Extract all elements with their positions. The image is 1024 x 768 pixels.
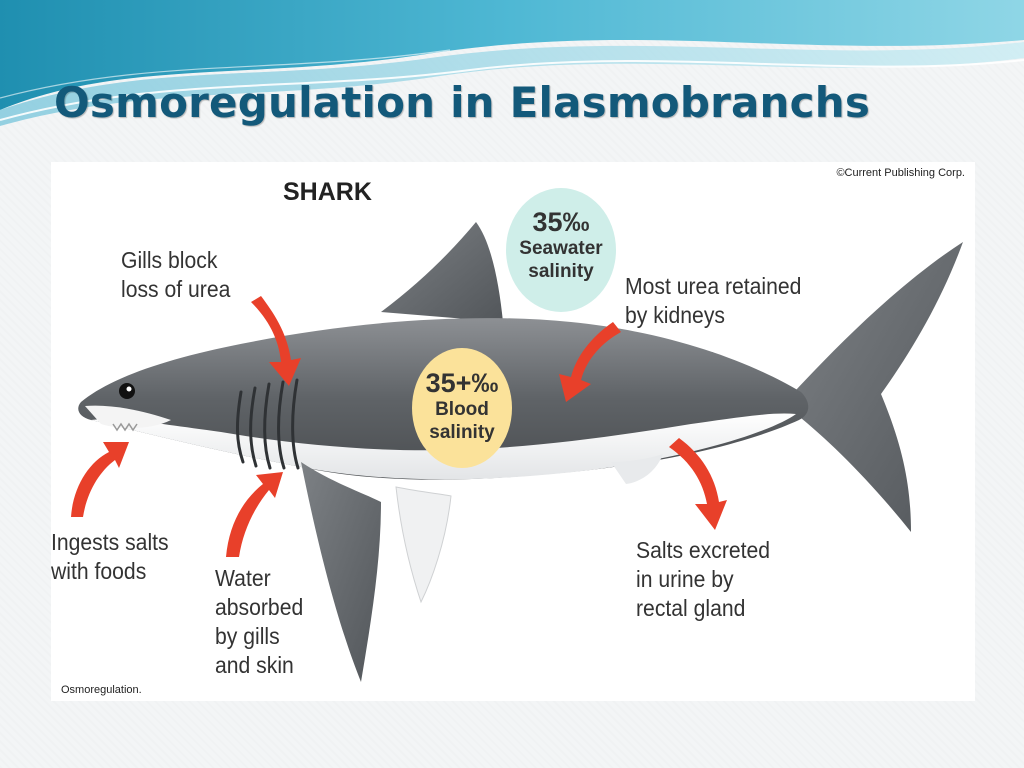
shark-osmoregulation-figure: SHARK ©Current Publishing Corp. Osmoregu… xyxy=(51,162,975,701)
figure-heading: SHARK xyxy=(283,178,372,206)
blood-salinity-line1: Blood xyxy=(435,399,489,420)
page-title: Osmoregulation in Elasmobranchs xyxy=(54,78,871,127)
figure-caption: Osmoregulation. xyxy=(61,684,142,696)
seawater-salinity-bubble xyxy=(506,188,616,312)
arrow-urea-retained-icon xyxy=(559,322,621,402)
seawater-salinity-value: 35‰ xyxy=(532,207,590,237)
seawater-salinity-line1: Seawater xyxy=(519,238,603,259)
label-ingests-salts: Ingests salts with foods xyxy=(51,529,169,584)
blood-salinity-text: 35+‰ Blood salinity xyxy=(412,368,512,444)
header-wave-decoration xyxy=(0,0,1024,126)
label-urea-retained: Most urea retained by kidneys xyxy=(625,273,802,328)
arrow-salts-excreted-icon xyxy=(669,438,727,530)
arrow-ingests-salts-icon xyxy=(71,442,129,517)
arrow-gills-block-icon xyxy=(251,296,301,386)
label-water-absorbed: Water absorbed by gills and skin xyxy=(215,565,304,678)
tail-fin xyxy=(796,242,963,532)
copyright-notice: ©Current Publishing Corp. xyxy=(836,167,965,179)
label-gills-block: Gills block loss of urea xyxy=(121,247,231,302)
blood-salinity-line2: salinity xyxy=(429,422,495,443)
blood-salinity-bubble xyxy=(412,348,512,468)
pectoral-fin xyxy=(301,462,381,682)
label-salts-excreted: Salts excreted in urine by rectal gland xyxy=(636,537,771,621)
shark-illustration xyxy=(71,188,963,682)
seawater-salinity-text: 35‰ Seawater salinity xyxy=(511,207,611,283)
dorsal-fin xyxy=(381,222,503,322)
flow-arrows xyxy=(71,296,727,557)
blood-salinity-value: 35+‰ xyxy=(425,368,499,398)
gill-slits xyxy=(235,378,300,470)
arrow-water-absorbed-icon xyxy=(226,472,283,557)
seawater-salinity-line2: salinity xyxy=(528,261,594,282)
